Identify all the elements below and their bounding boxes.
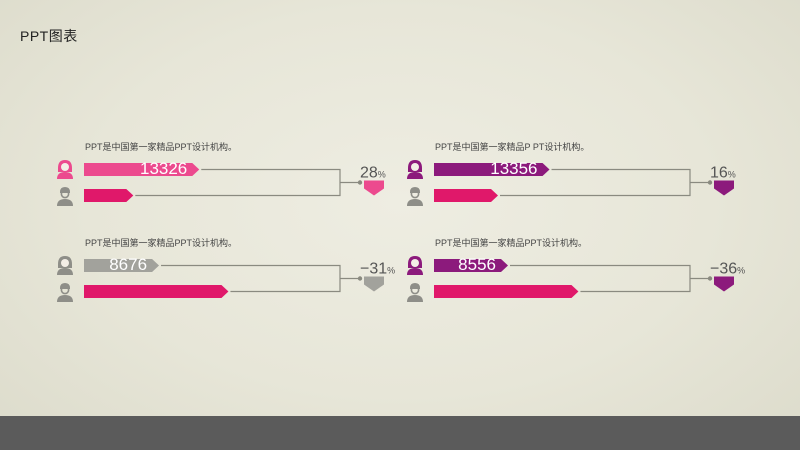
- connector-line: [135, 168, 360, 197]
- bar-female: [434, 259, 509, 272]
- slide-title: PPT图表: [20, 28, 78, 44]
- bar-male: [84, 189, 134, 202]
- bar-female: [434, 163, 550, 176]
- bar-value-label: 8556: [458, 255, 496, 274]
- percent-change-label: −31%: [360, 261, 395, 278]
- female-icon: [407, 160, 423, 179]
- male-icon: [407, 187, 423, 206]
- bar-male: [434, 189, 499, 202]
- bar-female: [84, 163, 200, 176]
- chart-panel-1: PPT是中国第一家精品PPT设计机构。 13326 28%: [55, 140, 415, 220]
- female-icon: [57, 160, 73, 179]
- chart-svg: 8676 −31%: [57, 255, 395, 302]
- panel-caption: PPT是中国第一家精品PPT设计机构。: [435, 238, 588, 248]
- connector-dot: [357, 180, 363, 185]
- chart-svg: 13356 16%: [407, 159, 736, 206]
- percent-change-label: −36%: [710, 261, 745, 278]
- panel-caption: PPT是中国第一家精品P PT设计机构。: [435, 142, 590, 152]
- connector-line: [510, 264, 710, 293]
- bar-male: [434, 285, 579, 298]
- chart-panel-4: PPT是中国第一家精品PPT设计机构。 8556 −36%: [405, 236, 765, 316]
- connector-dot: [707, 276, 713, 281]
- male-icon: [407, 283, 423, 302]
- bottom-bar: [0, 416, 800, 450]
- connector-line: [161, 264, 360, 293]
- percent-change-label: 16%: [710, 165, 736, 182]
- percent-arrow-icon: [714, 180, 734, 196]
- connector-line: [500, 168, 710, 197]
- connector-dot: [707, 180, 713, 185]
- bar-value-label: 13356: [490, 159, 537, 178]
- male-icon: [57, 187, 73, 206]
- female-icon: [57, 256, 73, 275]
- male-icon: [57, 283, 73, 302]
- female-icon: [407, 256, 423, 275]
- chart-svg: 8556 −36%: [407, 255, 745, 302]
- chart-svg: 13326 28%: [57, 159, 386, 206]
- bar-value-label: 13326: [140, 159, 187, 178]
- panel-caption: PPT是中国第一家精品PPT设计机构。: [85, 238, 238, 248]
- percent-arrow-icon: [714, 276, 734, 292]
- percent-arrow-icon: [364, 276, 384, 292]
- connector-dot: [357, 276, 363, 281]
- chart-panel-2: PPT是中国第一家精品P PT设计机构。 13356 16%: [405, 140, 765, 220]
- percent-change-label: 28%: [360, 165, 386, 182]
- bar-value-label: 8676: [109, 255, 147, 274]
- percent-arrow-icon: [364, 180, 384, 196]
- bar-male: [84, 285, 229, 298]
- chart-panel-3: PPT是中国第一家精品PPT设计机构。 8676 −31%: [55, 236, 415, 316]
- panel-caption: PPT是中国第一家精品PPT设计机构。: [85, 142, 238, 152]
- bar-female: [84, 259, 160, 272]
